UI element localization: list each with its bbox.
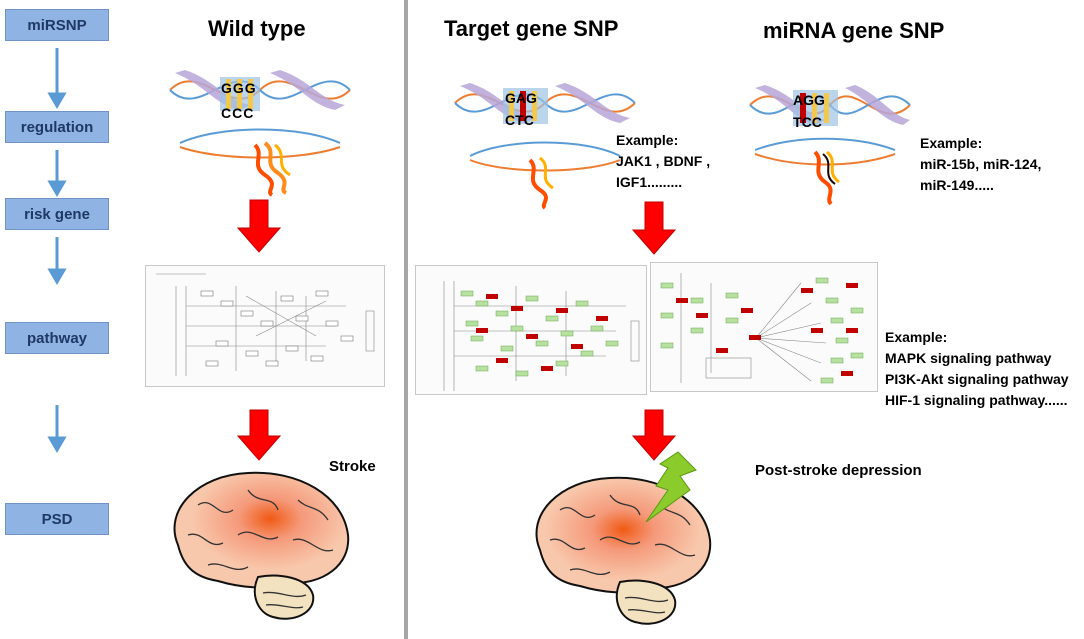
step-label: risk gene (24, 205, 90, 223)
base: C (811, 114, 822, 130)
example-line: IGF1......... (616, 174, 683, 190)
dna-helix-mirna-snp (749, 85, 911, 206)
example-label: Example: (920, 135, 983, 151)
step-label: PSD (41, 510, 73, 528)
pathway-diagram-target-right (650, 262, 878, 392)
post-stroke-depression-label: Post-stroke depression (755, 462, 922, 479)
step-arrow-2 (47, 180, 67, 197)
target-snp-top-bases: GAG (505, 90, 537, 106)
base: C (523, 112, 534, 128)
example-line: miR-15b, miR-124, (920, 156, 1042, 172)
base: C (505, 112, 516, 128)
base: G (526, 90, 537, 106)
wild-type-bottom-bases: CCC (221, 105, 255, 121)
mirna-gene-snp-title: miRNA gene SNP (763, 18, 945, 43)
panel-divider (404, 0, 408, 639)
lightning-bolt-icon (645, 451, 697, 523)
base: G (814, 92, 825, 108)
base: C (801, 114, 812, 130)
pathway-example-item: MAPK signaling pathway (885, 350, 1052, 366)
mirna-snp-top-bases: AGG (793, 92, 825, 108)
red-arrow-wild-type-2 (236, 409, 282, 461)
step-label: pathway (26, 329, 87, 347)
step-box-risk-gene: risk gene (5, 198, 109, 230)
red-arrow-wild-type-1 (236, 199, 282, 253)
pathway-example-item: HIF-1 signaling pathway...... (885, 392, 1068, 408)
wild-type-top-bases: GGG (221, 80, 257, 96)
example-label: Example: (616, 132, 679, 148)
target-gene-snp-title: Target gene SNP (444, 16, 619, 41)
pathway-diagram-wild-type (145, 265, 385, 387)
base: T (793, 114, 802, 130)
example-line: miR-149..... (920, 177, 994, 193)
dna-helix-target-snp (454, 83, 636, 210)
base: A (793, 92, 804, 108)
step-arrow-4 (47, 436, 67, 453)
target-snp-example: Example: JAK1 , BDNF , IGF1......... (616, 130, 710, 193)
brain-stroke-illustration (173, 471, 350, 620)
wild-type-title: Wild type (208, 16, 306, 41)
step-box-regulation: regulation (5, 111, 109, 143)
mirna-snp-example: Example: miR-15b, miR-124, miR-149..... (920, 133, 1041, 196)
example-line: JAK1 , BDNF , (616, 153, 711, 169)
red-arrow-target-1 (631, 201, 677, 255)
step-arrow-3 (47, 268, 67, 285)
pathway-example-item: PI3K-Akt signaling pathway (885, 371, 1069, 387)
step-box-psd: PSD (5, 503, 109, 535)
step-label: regulation (20, 118, 94, 136)
base: A (515, 90, 527, 106)
step-label: miRSNP (27, 16, 87, 34)
step-box-pathway: pathway (5, 322, 109, 354)
stroke-label: Stroke (329, 458, 376, 475)
base: T (515, 112, 524, 128)
step-box-mirsnp: miRSNP (5, 9, 109, 41)
dna-helix-wild-type (169, 70, 351, 197)
pathway-examples: Example: MAPK signaling pathway PI3K-Akt… (885, 327, 1069, 411)
pathway-diagram-target-left (415, 265, 647, 395)
target-snp-bottom-bases: CTC (505, 112, 534, 128)
base: G (505, 90, 516, 106)
mirna-snp-bottom-bases: TCC (793, 114, 822, 130)
step-arrow-1 (47, 92, 67, 109)
example-label: Example: (885, 329, 948, 345)
base: G (803, 92, 815, 108)
